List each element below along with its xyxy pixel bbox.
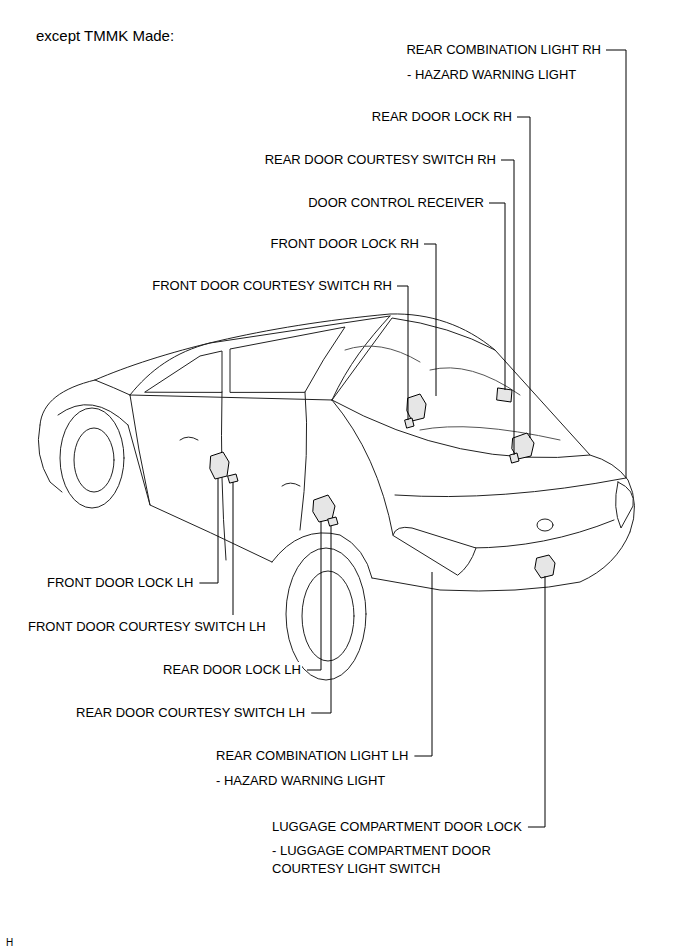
leader-line xyxy=(528,576,545,827)
rear-door-courtesy-switch-lh xyxy=(328,517,338,526)
front-door-front-edge xyxy=(130,395,150,505)
part-label: - HAZARD WARNING LIGHT xyxy=(406,67,577,83)
leader-line xyxy=(489,203,505,390)
emblem xyxy=(537,519,553,531)
roof-line xyxy=(130,316,390,395)
front-wheel xyxy=(60,408,124,508)
front-side-glass xyxy=(145,351,222,392)
part-label: - LUGGAGE COMPARTMENT DOOR COURTESY LIGH… xyxy=(271,842,513,878)
front-rim xyxy=(74,428,114,492)
leader-line xyxy=(606,50,626,478)
front-end xyxy=(38,380,95,492)
part-label: REAR DOOR COURTESY SWITCH RH xyxy=(264,152,497,168)
rear-quarter xyxy=(332,400,393,535)
leader-line xyxy=(397,286,408,420)
part-label: FRONT DOOR LOCK LH xyxy=(46,575,194,591)
part-label: - HAZARD WARNING LIGHT xyxy=(215,773,386,789)
trunk-edge xyxy=(395,478,626,497)
part-label: REAR DOOR LOCK RH xyxy=(371,109,513,125)
rear-rim xyxy=(302,571,354,661)
leader-line xyxy=(501,160,514,455)
side-sill xyxy=(128,425,272,562)
leader-line xyxy=(199,478,218,583)
leader-line xyxy=(233,482,234,615)
part-label: LUGGAGE COMPARTMENT DOOR LOCK xyxy=(271,819,523,835)
part-label: FRONT DOOR LOCK RH xyxy=(269,236,420,252)
part-label: H xyxy=(5,935,14,951)
leader-line xyxy=(517,117,530,438)
front-door-courtesy-switch-rh xyxy=(405,418,414,428)
part-label: DOOR CONTROL RECEIVER xyxy=(307,195,485,211)
part-label: REAR DOOR COURTESY SWITCH LH xyxy=(75,705,306,721)
part-label: REAR COMBINATION LIGHT RH xyxy=(405,42,602,58)
rear-wheel xyxy=(286,548,366,680)
leader-line xyxy=(311,526,331,713)
door-control-receiver xyxy=(497,388,512,402)
tail-light-lh xyxy=(393,527,476,575)
part-label: REAR COMBINATION LIGHT LH xyxy=(215,748,409,764)
heading: except TMMK Made: xyxy=(36,27,174,45)
hood-line xyxy=(95,380,130,395)
front-door-lock-rh xyxy=(407,394,426,421)
leader-line xyxy=(307,521,321,670)
part-label: FRONT DOOR COURTESY SWITCH LH xyxy=(27,619,267,635)
part-label: REAR DOOR LOCK LH xyxy=(162,662,302,678)
rear-garnish xyxy=(470,520,614,548)
leader-line xyxy=(414,572,432,756)
tail-light-rh xyxy=(616,482,634,528)
part-label: FRONT DOOR COURTESY SWITCH RH xyxy=(151,278,393,294)
door-handles xyxy=(180,437,300,486)
leader-line xyxy=(424,244,436,396)
rear-door-rear-edge xyxy=(300,392,307,530)
roof-edge xyxy=(95,314,495,380)
rear-windshield xyxy=(332,318,590,458)
belt-line xyxy=(130,395,332,400)
rear-side-glass xyxy=(230,327,345,392)
luggage-door-lock xyxy=(535,555,555,578)
front-door-courtesy-switch-lh xyxy=(228,474,238,483)
front-door-lock-lh xyxy=(210,452,229,479)
interior-lines xyxy=(345,346,560,440)
